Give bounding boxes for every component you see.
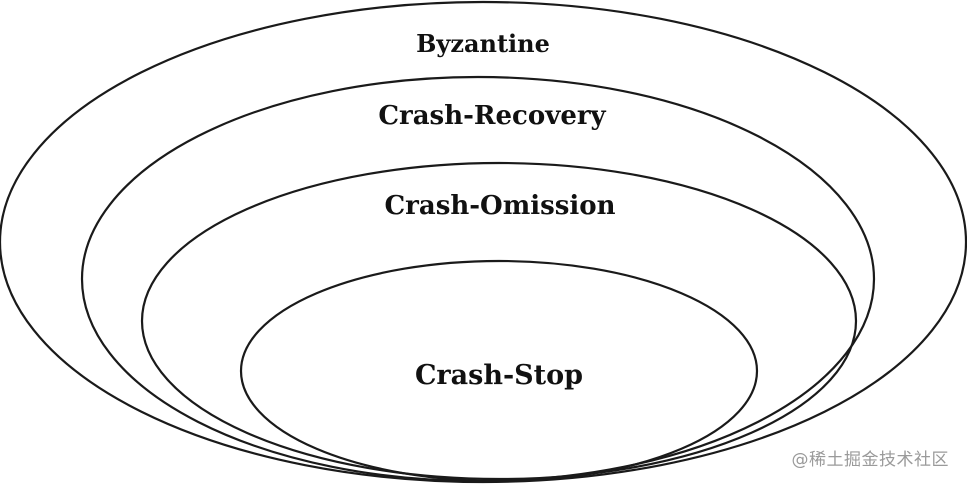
label-crash-recovery: Crash-Recovery — [378, 101, 606, 131]
label-crash-stop: Crash-Stop — [415, 360, 583, 391]
watermark: @稀土掘金技术社区 — [791, 450, 949, 470]
label-crash-omission: Crash-Omission — [384, 191, 615, 221]
ring-crash-recovery — [80, 75, 876, 483]
ring-crash-stop — [239, 259, 759, 483]
ring-crash-omission — [140, 161, 858, 481]
label-byzantine: Byzantine — [416, 29, 550, 58]
